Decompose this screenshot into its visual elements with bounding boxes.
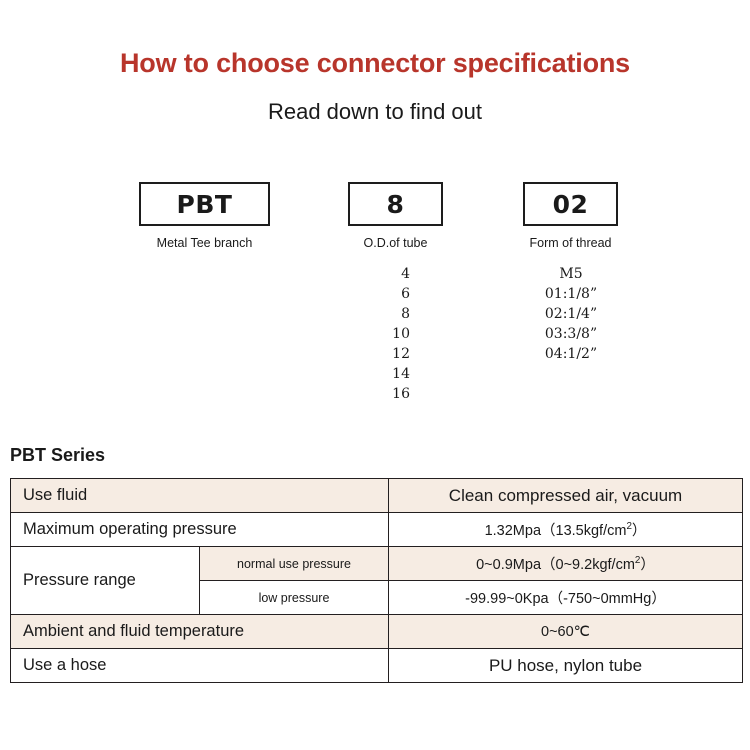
spec-table: Use fluid Clean compressed air, vacuum M… (10, 478, 743, 683)
table-row: Pressure range normal use pressure 0~0.9… (10, 546, 743, 615)
row-value: 0~60℃ (388, 614, 743, 649)
option-list-od: 4 6 8 10 12 14 16 (348, 264, 410, 404)
option-list-item: 14 (392, 366, 410, 382)
option-list-item: 8 (401, 306, 410, 322)
option-list-item: 02:1/4” (544, 306, 598, 322)
option-list-item: 16 (392, 386, 410, 402)
table-row: Maximum operating pressure 1.32Mpa（13.5k… (10, 512, 743, 547)
row-label: Use a hose (10, 648, 389, 683)
row-value: PU hose, nylon tube (388, 648, 743, 683)
code-box-series-value: PBT (176, 189, 233, 219)
row-sublabel: low pressure (199, 580, 389, 615)
option-list-item: 6 (401, 286, 410, 302)
row-value: 0~0.9Mpa（0~9.2kgf/cm2） (388, 546, 743, 581)
row-label: Pressure range (10, 546, 200, 615)
code-caption-od: O.D.of tube (363, 236, 428, 250)
table-row: Ambient and fluid temperature 0~60℃ (10, 614, 743, 649)
row-value: 1.32Mpa（13.5kgf/cm2） (388, 512, 743, 547)
option-list-item: 04:1/2” (544, 346, 598, 362)
option-list-item: M5 (559, 266, 583, 282)
row-label: Maximum operating pressure (10, 512, 389, 547)
table-row: Use a hose PU hose, nylon tube (10, 648, 743, 683)
code-box-series: PBT (139, 182, 270, 226)
option-list-item: 12 (392, 346, 410, 362)
row-label: Ambient and fluid temperature (10, 614, 389, 649)
page-title: How to choose connector specifications (120, 48, 630, 78)
code-box-thread-value: 02 (552, 189, 589, 219)
code-box-od-value: 8 (386, 189, 405, 219)
option-list-item: 03:3/8” (544, 326, 598, 342)
option-list-thread: M5 01:1/8” 02:1/4” 03:3/8” 04:1/2” (511, 264, 631, 364)
option-list-item: 4 (401, 266, 410, 282)
row-value: Clean compressed air, vacuum (388, 478, 743, 513)
code-caption-thread: Form of thread (529, 236, 612, 250)
series-heading: PBT Series (10, 445, 106, 465)
row-label: Use fluid (10, 478, 389, 513)
row-value: -99.99~0Kpa（-750~0mmHg） (388, 580, 743, 615)
table-row: low pressure -99.99~0Kpa（-750~0mmHg） (11, 580, 743, 615)
option-list-item: 10 (392, 326, 410, 342)
table-row: Use fluid Clean compressed air, vacuum (10, 478, 743, 513)
code-box-thread: 02 (523, 182, 618, 226)
code-caption-series: Metal Tee branch (156, 236, 253, 250)
option-list-item: 01:1/8” (544, 286, 598, 302)
code-box-od: 8 (348, 182, 443, 226)
row-sublabel: normal use pressure (199, 546, 389, 581)
page-subtitle: Read down to find out (267, 99, 483, 124)
